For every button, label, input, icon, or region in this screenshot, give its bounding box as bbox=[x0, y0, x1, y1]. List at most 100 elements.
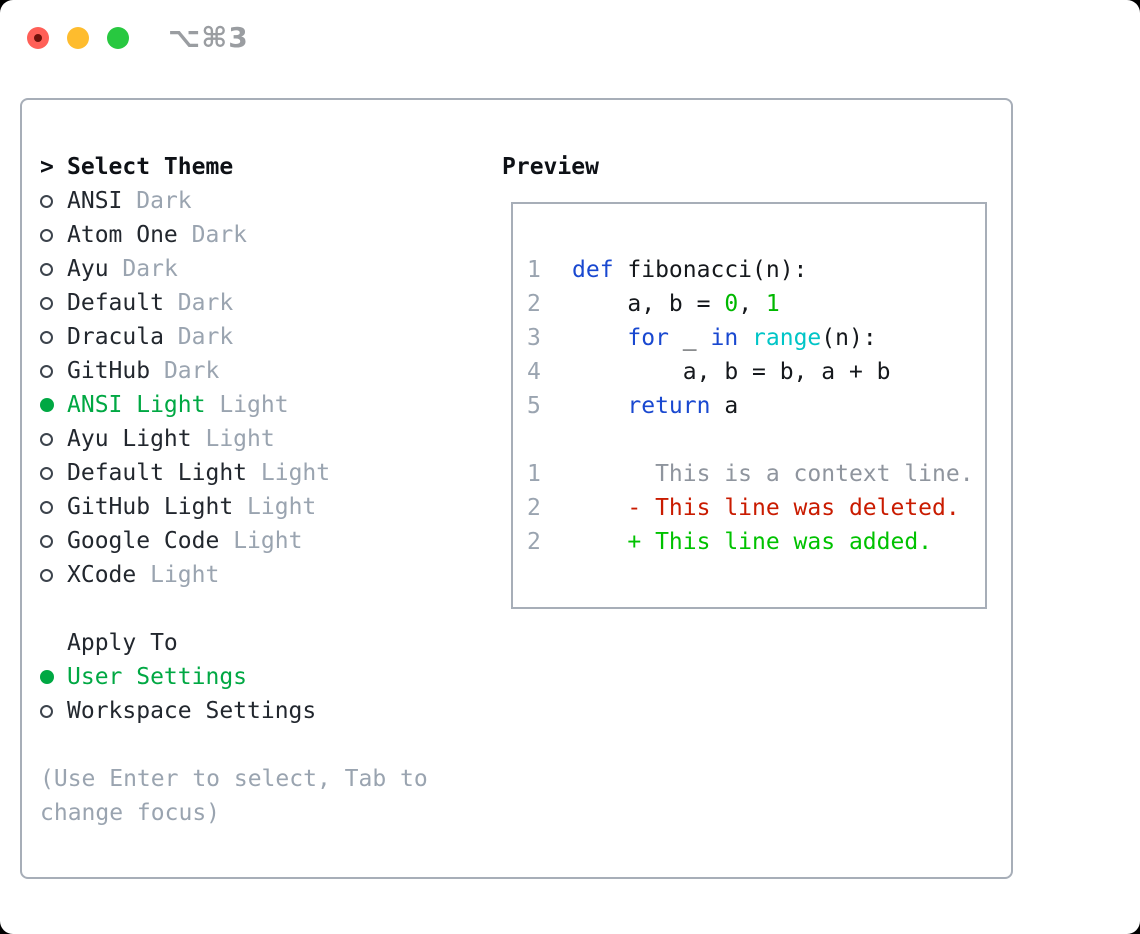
code-segment bbox=[738, 325, 752, 351]
theme-option-ansi[interactable]: ANSI Dark bbox=[40, 184, 490, 218]
line-number: 2 bbox=[527, 495, 541, 521]
diff-preview: 1 This is a context line.2 - This line w… bbox=[527, 457, 985, 559]
apply-option-label: User Settings bbox=[67, 664, 248, 690]
theme-option-github[interactable]: GitHub Dark bbox=[40, 354, 490, 388]
code-segment: for bbox=[627, 325, 669, 351]
apply-option-workspace-settings[interactable]: Workspace Settings bbox=[40, 694, 490, 728]
theme-variant-tag: Dark bbox=[177, 324, 234, 350]
apply-option-label: Workspace Settings bbox=[67, 698, 317, 724]
theme-variant-tag: Light bbox=[233, 528, 303, 554]
selected-radio-icon bbox=[40, 398, 67, 412]
line-number: 1 bbox=[527, 257, 541, 283]
radio-icon bbox=[40, 704, 67, 718]
code-segment bbox=[572, 393, 627, 419]
code-segment: + This line was added. bbox=[572, 529, 933, 555]
apply-to-header: Apply To bbox=[40, 626, 490, 660]
radio-icon bbox=[40, 194, 67, 208]
theme-option-label: ANSI Light bbox=[67, 392, 206, 418]
code-segment: 0 bbox=[724, 291, 739, 317]
theme-option-ayu[interactable]: Ayu Dark bbox=[40, 252, 490, 286]
theme-option-ansi-light[interactable]: ANSI Light Light bbox=[40, 388, 490, 422]
theme-variant-tag: Dark bbox=[136, 188, 192, 214]
code-segment: , bbox=[738, 291, 766, 317]
theme-option-label: XCode bbox=[67, 562, 137, 588]
pointer-icon: > bbox=[40, 154, 54, 180]
selected-radio-icon bbox=[40, 670, 67, 684]
theme-option-default-light[interactable]: Default Light Light bbox=[40, 456, 490, 490]
code-segment: (n): bbox=[821, 325, 877, 351]
theme-option-github-light[interactable]: GitHub Light Light bbox=[40, 490, 490, 524]
theme-variant-tag: Light bbox=[205, 426, 275, 452]
radio-icon bbox=[40, 500, 67, 514]
code-line: 3 for _ in range(n): bbox=[527, 321, 985, 355]
radio-icon bbox=[40, 262, 67, 276]
line-number: 2 bbox=[527, 291, 541, 317]
theme-option-label: ANSI bbox=[67, 188, 123, 214]
theme-option-dracula[interactable]: Dracula Dark bbox=[40, 320, 490, 354]
radio-icon bbox=[40, 296, 67, 310]
radio-icon bbox=[40, 432, 67, 446]
code-segment: range bbox=[752, 325, 822, 351]
select-theme-header: > Select Theme bbox=[40, 150, 490, 184]
theme-option-label: Default bbox=[67, 290, 164, 316]
code-line: 2 a, b = 0, 1 bbox=[527, 287, 985, 321]
spacer bbox=[40, 592, 490, 626]
code-segment bbox=[572, 325, 627, 351]
code-line: 5 return a bbox=[527, 389, 985, 423]
diff-line: 2 - This line was deleted. bbox=[527, 491, 985, 525]
theme-variant-tag: Light bbox=[219, 392, 289, 418]
theme-variant-tag: Light bbox=[150, 562, 220, 588]
theme-variant-tag: Light bbox=[260, 460, 331, 486]
code-line: 4 a, b = b, a + b bbox=[527, 355, 985, 389]
line-number: 3 bbox=[527, 325, 541, 351]
hint-text: (Use Enter to select, Tab to change focu… bbox=[40, 766, 428, 826]
close-button[interactable] bbox=[27, 26, 49, 49]
code-segment: - This line was deleted. bbox=[572, 495, 960, 521]
code-segment: This is a context line. bbox=[572, 461, 974, 487]
line-number: 2 bbox=[527, 529, 541, 555]
theme-option-label: Ayu Light bbox=[67, 426, 192, 452]
zoom-button[interactable] bbox=[107, 26, 129, 49]
theme-variant-tag: Dark bbox=[163, 358, 220, 384]
window-shortcut-label: ⌥⌘3 bbox=[168, 21, 249, 54]
theme-option-label: Ayu bbox=[67, 256, 109, 282]
theme-option-label: GitHub Light bbox=[67, 494, 234, 520]
code-segment: a bbox=[710, 393, 739, 419]
apply-option-user-settings[interactable]: User Settings bbox=[40, 660, 490, 694]
line-number: 5 bbox=[527, 393, 541, 419]
window-titlebar: ⌥⌘3 bbox=[0, 0, 1140, 75]
code-segment: 1 bbox=[765, 291, 780, 317]
theme-option-default[interactable]: Default Dark bbox=[40, 286, 490, 320]
code-segment: _ bbox=[668, 325, 711, 351]
diff-line: 1 This is a context line. bbox=[527, 457, 985, 491]
radio-icon bbox=[40, 534, 67, 548]
theme-variant-tag: Dark bbox=[191, 222, 248, 248]
code-segment: a, b = bbox=[572, 291, 725, 317]
theme-option-label: Dracula bbox=[67, 324, 164, 350]
code-segment: in bbox=[710, 325, 739, 351]
theme-option-label: Default Light bbox=[67, 460, 248, 486]
select-theme-title: Select Theme bbox=[67, 154, 234, 180]
apply-to-title: Apply To bbox=[67, 630, 178, 656]
line-number: 4 bbox=[527, 359, 541, 385]
line-number: 1 bbox=[527, 461, 541, 487]
radio-icon bbox=[40, 466, 67, 480]
minimize-button[interactable] bbox=[67, 26, 89, 49]
theme-option-label: GitHub bbox=[67, 358, 151, 384]
theme-option-ayu-light[interactable]: Ayu Light Light bbox=[40, 422, 490, 456]
code-segment: a, b = b, a + b bbox=[572, 359, 891, 385]
theme-variant-tag: Dark bbox=[177, 290, 234, 316]
theme-variant-tag: Light bbox=[247, 494, 317, 520]
theme-option-xcode[interactable]: XCode Light bbox=[40, 558, 490, 592]
theme-variant-tag: Dark bbox=[122, 256, 178, 282]
